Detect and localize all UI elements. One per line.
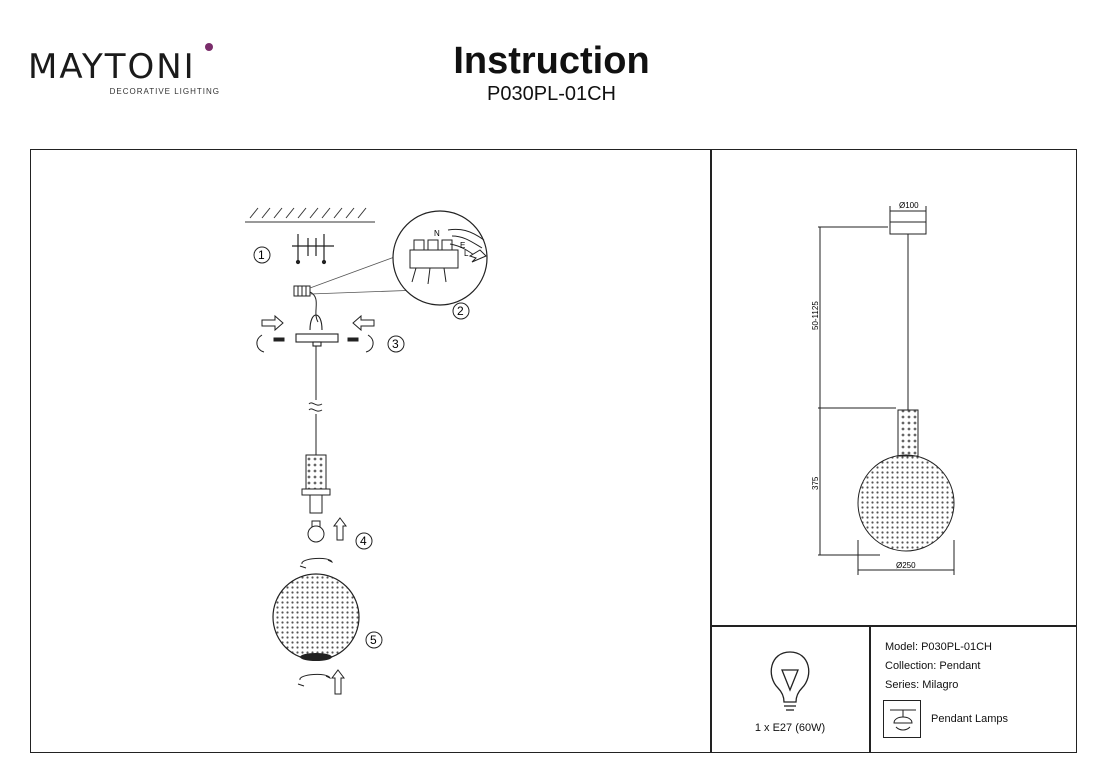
- canopy-icon: [295, 314, 339, 347]
- step-5-label: 5: [370, 633, 377, 647]
- mounting-bracket-icon: [292, 234, 334, 265]
- spec-model: Model: P030PL-01CH: [885, 641, 993, 653]
- wire-label-e: E: [460, 241, 465, 250]
- lamp-holder-icon: [301, 454, 331, 514]
- shade-height: 375: [811, 476, 820, 490]
- instruction-frame: [30, 149, 1077, 753]
- cable-icon: [308, 346, 323, 455]
- bulb-spec-icon: [770, 651, 810, 711]
- brand-tagline: DECORATIVE LIGHTING: [109, 87, 220, 96]
- step-2-label: 2: [457, 304, 464, 318]
- brand-wordmark: MAYTONI: [28, 47, 196, 87]
- wire-label-n: N: [434, 229, 440, 238]
- shade-diameter: Ø250: [896, 561, 916, 570]
- info-divider: [869, 625, 871, 753]
- step-1-label: 1: [258, 248, 265, 262]
- dimension-drawing: [818, 206, 955, 575]
- wiring-detail-icon: [392, 210, 488, 306]
- spec-series: Series: Milagro: [885, 679, 959, 691]
- page-title: Instruction: [453, 40, 650, 82]
- brand-logo: MAYTONI DECORATIVE LIGHTING: [28, 43, 228, 96]
- panel-divider-vertical: [710, 149, 712, 753]
- wire-label-l: L: [464, 249, 469, 258]
- model-code: P030PL-01CH: [487, 83, 616, 105]
- step-3-label: 3: [392, 337, 399, 351]
- globe-shade-icon: [272, 573, 360, 661]
- brand-dot-icon: [205, 43, 213, 51]
- step-4-label: 4: [360, 534, 367, 548]
- pendant-lamp-icon: [883, 700, 921, 738]
- rotate-arrow-icon: [297, 669, 345, 695]
- category-label: Pendant Lamps: [931, 713, 1009, 725]
- bulb-icon: [299, 517, 347, 569]
- spec-collection: Collection: Pendant: [885, 660, 981, 672]
- ceiling-icon: [245, 207, 375, 223]
- panel-divider-horizontal: [710, 625, 1077, 627]
- cable-length: 50-1125: [811, 301, 820, 330]
- canopy-diameter: Ø100: [899, 201, 919, 210]
- terminal-block-icon: [293, 285, 319, 323]
- bulb-spec: 1 x E27 (60W): [754, 722, 826, 734]
- screw-arrows-icon: [256, 314, 375, 353]
